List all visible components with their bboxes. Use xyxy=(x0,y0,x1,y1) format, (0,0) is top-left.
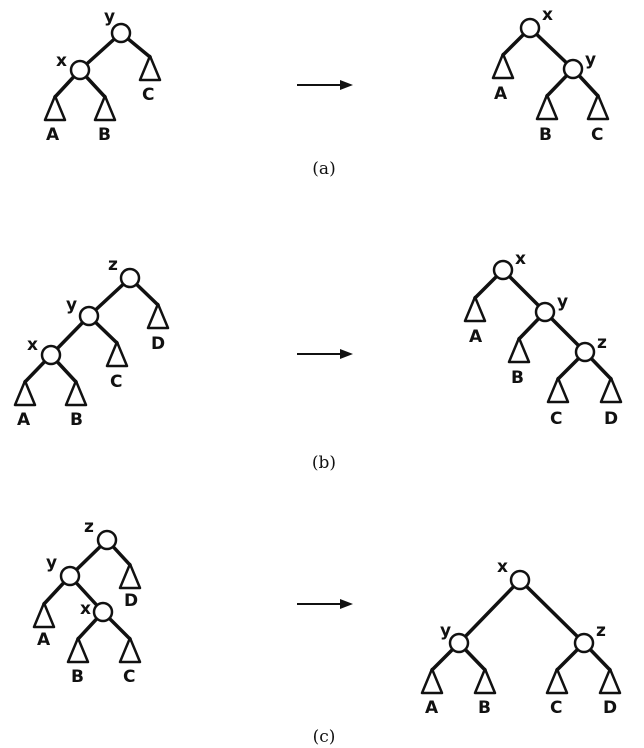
node-label-z: z xyxy=(108,255,118,275)
subtree-label-a: A xyxy=(17,410,31,430)
subtree-label-d: D xyxy=(603,698,617,718)
node-z xyxy=(573,632,595,654)
subtree-a xyxy=(420,667,444,695)
subtree-a xyxy=(13,379,37,407)
node-label-y: y xyxy=(46,553,57,573)
subtree-label-d: D xyxy=(151,334,165,354)
subtree-label-a: A xyxy=(46,125,60,145)
subtree-label-b: B xyxy=(511,368,524,388)
node-y xyxy=(78,305,100,327)
subtree-d xyxy=(599,376,623,404)
panel-b-before-tree: z y x D C A B xyxy=(13,255,170,430)
node-label-y: y xyxy=(104,7,115,27)
panel-b-arrow xyxy=(297,349,353,359)
panel-c-before-tree: z y x D A B C xyxy=(32,517,142,687)
node-x xyxy=(492,259,514,281)
subtree-b xyxy=(64,379,88,407)
subtree-label-b: B xyxy=(98,125,111,145)
node-label-x: x xyxy=(542,5,553,25)
node-y xyxy=(59,565,81,587)
panel-a-arrow xyxy=(297,80,353,90)
subtree-label-d: D xyxy=(124,591,138,611)
subtree-d xyxy=(118,562,142,590)
subtree-a xyxy=(32,601,56,629)
node-label-x: x xyxy=(497,557,508,577)
subtree-label-c: C xyxy=(550,698,562,718)
caption-c: (c) xyxy=(313,727,336,747)
node-label-z: z xyxy=(84,517,94,537)
subtree-label-a: A xyxy=(37,630,51,650)
subtree-label-d: D xyxy=(604,409,618,429)
node-label-z: z xyxy=(596,621,606,641)
node-x xyxy=(69,59,91,81)
node-x xyxy=(519,17,541,39)
subtree-label-c: C xyxy=(550,409,562,429)
panel-b: z y x D C A B x y xyxy=(13,249,623,473)
subtree-label-c: C xyxy=(123,667,135,687)
subtree-b xyxy=(535,93,559,121)
subtree-c xyxy=(586,93,610,121)
subtree-label-b: B xyxy=(71,667,84,687)
node-z xyxy=(574,341,596,363)
caption-a: (a) xyxy=(312,159,335,179)
subtree-c xyxy=(545,667,569,695)
subtree-label-b: B xyxy=(70,410,83,430)
node-y xyxy=(562,58,584,80)
subtree-a xyxy=(491,52,515,80)
subtree-label-b: B xyxy=(539,125,552,145)
node-label-x: x xyxy=(56,51,67,71)
node-label-x: x xyxy=(515,249,526,269)
node-y xyxy=(534,301,556,323)
subtree-label-a: A xyxy=(425,698,439,718)
node-y xyxy=(448,632,470,654)
node-label-x: x xyxy=(80,599,91,619)
panel-c: z y x D A B C x y xyxy=(32,517,622,747)
node-label-x: x xyxy=(27,335,38,355)
subtree-c xyxy=(118,636,142,664)
caption-b: (b) xyxy=(312,453,336,473)
subtree-label-a: A xyxy=(494,84,508,104)
subtree-b xyxy=(66,636,90,664)
node-label-y: y xyxy=(585,50,596,70)
node-label-y: y xyxy=(557,292,568,312)
panel-c-after-tree: x y z A B C D xyxy=(420,557,622,718)
subtree-d xyxy=(146,302,170,330)
node-label-y: y xyxy=(66,295,77,315)
edge-x-y xyxy=(457,578,522,645)
node-x xyxy=(92,601,114,623)
node-x xyxy=(509,569,531,591)
subtree-a xyxy=(463,295,487,323)
subtree-b xyxy=(507,336,531,364)
panel-a-before-tree: y x C A B xyxy=(43,7,162,145)
panel-b-after-tree: x y z A B C D xyxy=(463,249,623,429)
panel-c-arrow xyxy=(297,599,353,609)
subtree-a xyxy=(43,94,67,122)
node-y xyxy=(110,22,132,44)
subtree-label-c: C xyxy=(142,85,154,105)
node-x xyxy=(40,344,62,366)
subtree-c xyxy=(138,54,162,82)
subtree-d xyxy=(598,667,622,695)
node-label-y: y xyxy=(440,621,451,641)
subtree-b xyxy=(473,667,497,695)
node-z xyxy=(119,267,141,289)
subtree-c xyxy=(105,340,129,368)
node-label-z: z xyxy=(597,333,607,353)
node-z xyxy=(96,529,118,551)
subtree-label-b: B xyxy=(478,698,491,718)
edge-x-z xyxy=(518,578,586,645)
panel-a-after-tree: x y A B C xyxy=(491,5,610,145)
subtree-label-a: A xyxy=(469,327,483,347)
subtree-label-c: C xyxy=(591,125,603,145)
subtree-b xyxy=(93,94,117,122)
subtree-label-c: C xyxy=(110,372,122,392)
panel-a: y x C A B x y A B C (a) xyxy=(43,5,610,179)
subtree-c xyxy=(546,376,570,404)
